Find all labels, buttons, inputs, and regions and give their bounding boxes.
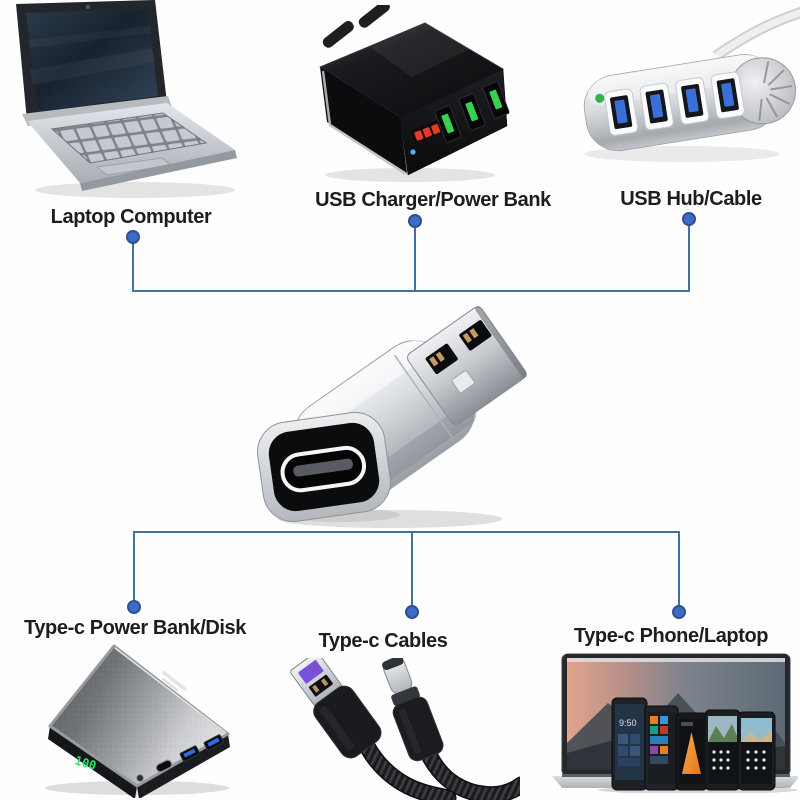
power-bank-image: 100 [45, 644, 230, 798]
phone-lumia: 9:50 [611, 697, 648, 791]
usb-hub-image [583, 6, 800, 162]
hub-usb-ports [604, 71, 745, 136]
usb-c-port [155, 759, 173, 773]
label-usb-charger-power-bank: USB Charger/Power Bank [315, 189, 551, 211]
led-display [410, 120, 443, 145]
connector-line-laptop [132, 238, 134, 291]
label-typec-cables: Type-c Cables [318, 630, 448, 652]
usb-a-port-1 [179, 745, 200, 762]
connector-line-phone [678, 531, 680, 607]
label-usb-hub-cable: USB Hub/Cable [620, 188, 762, 210]
usb-wall-charger-image [319, 5, 510, 182]
connector-dot-phone [672, 605, 686, 619]
laptop-front-edge [80, 150, 237, 191]
connector-dot-hub [682, 212, 696, 226]
power-bank-front-left-edge [48, 726, 137, 798]
connector-dot-cables [405, 605, 419, 619]
connector-line-bottom-bus [133, 531, 680, 533]
usb-cables-image [290, 658, 520, 800]
usb-c-braided-cable [422, 748, 520, 800]
usb-a-braided-cable [361, 741, 455, 800]
phones-and-macbook-image: 9:50 [552, 653, 798, 793]
label-typec-power-bank-disk: Type-c Power Bank/Disk [23, 617, 247, 639]
connector-dot-laptop [126, 230, 140, 244]
phone-htc [675, 712, 708, 791]
connector-line-hub [688, 220, 690, 291]
charger-usb-ports [434, 81, 510, 143]
power-button [136, 774, 144, 782]
connector-line-top-bus [132, 290, 690, 292]
battery-percent-display: 100 [73, 753, 98, 772]
phone-nexus [704, 709, 741, 791]
phone-nexus-5x [737, 711, 776, 791]
connector-dot-charger [408, 214, 422, 228]
phone-windows-tiles [644, 705, 679, 791]
usb-a-port-2 [203, 734, 224, 751]
connector-line-charger [414, 222, 416, 291]
usb-a-connector [290, 658, 382, 759]
hub-led [595, 93, 605, 103]
webcam-dot [86, 5, 90, 9]
connector-line-powerbank [133, 531, 135, 603]
laptop-keyboard [50, 112, 208, 164]
laptop-screen [26, 9, 158, 111]
connector-line-cables [411, 531, 413, 607]
eu-plug-pins [322, 5, 390, 48]
phone-clock-text: 9:50 [619, 718, 637, 728]
power-bank-front-right-edge [137, 734, 230, 798]
usb-c-female-port [257, 411, 391, 523]
laptop-shadow [35, 182, 235, 198]
usb-a-to-usb-c-adapter-image [257, 305, 528, 528]
charger-left-face [320, 67, 407, 173]
label-typec-phone-laptop: Type-c Phone/Laptop [573, 625, 769, 647]
power-bank-logo [161, 670, 187, 692]
laptop-computer-image [16, 0, 237, 198]
usb-c-connector [382, 658, 444, 762]
connector-dot-powerbank [127, 600, 141, 614]
label-laptop-computer: Laptop Computer [50, 206, 212, 228]
hub-body [583, 54, 797, 152]
power-led [410, 149, 416, 155]
